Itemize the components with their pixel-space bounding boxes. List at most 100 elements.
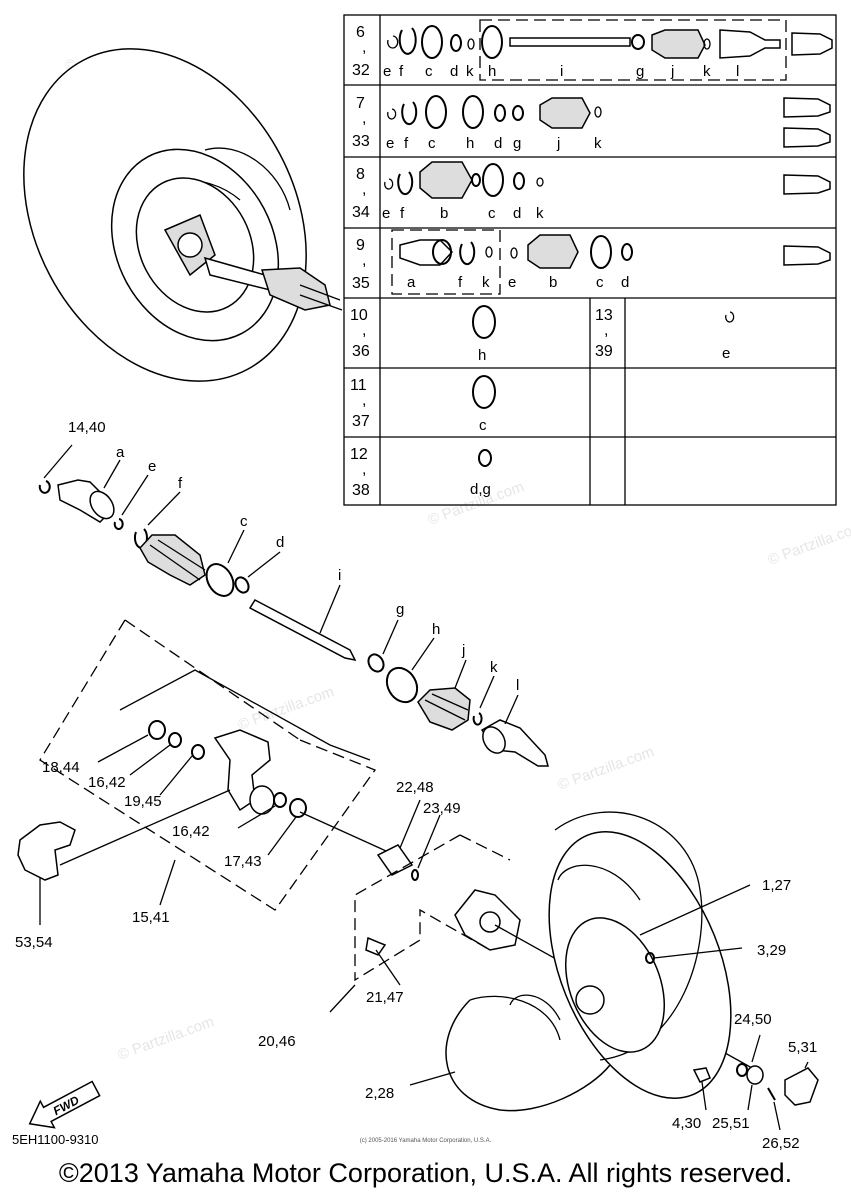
letter-c: c: [479, 417, 487, 434]
row-id: 7: [356, 95, 365, 112]
copyright-notice: ©2013 Yamaha Motor Corporation, U.S.A. A…: [58, 1158, 793, 1188]
comma: ,: [604, 322, 608, 339]
row-10-13-parts: h e: [472, 305, 735, 364]
callout-25-51: 25,51: [712, 1115, 750, 1132]
letter-e: e: [722, 345, 730, 362]
callout-1-27: 1,27: [762, 877, 791, 894]
letter-k: k: [466, 63, 474, 80]
letter-d: d: [621, 274, 629, 291]
callout-e: e: [148, 458, 156, 475]
fwd-arrow-icon: FWD: [28, 1080, 101, 1129]
table-row-13-39: 13 , 39: [595, 307, 613, 360]
table-row-6-32: 6 , 32: [352, 24, 370, 79]
row-id2: 35: [352, 275, 370, 292]
kit-table: 6 , 32 7 , 33 8 , 34 9 , 35 10 , 36 13 ,…: [343, 14, 837, 506]
row-9-parts: a f k e b c d: [391, 229, 831, 295]
letter-k: k: [594, 135, 602, 152]
letter-j: j: [556, 135, 560, 152]
letter-h: h: [488, 63, 496, 80]
comma: ,: [362, 392, 366, 409]
letter-l: l: [736, 63, 739, 80]
letter-j: j: [670, 63, 674, 80]
callout-19-45: 19,45: [124, 793, 162, 810]
callout-5-31: 5,31: [788, 1039, 817, 1056]
callout-d: d: [276, 534, 284, 551]
callout-h: h: [432, 621, 440, 638]
lower-wheel-assembly: 21,47 20,46 1,27 3,29 2,28 4,30 24,50 25…: [258, 811, 819, 1152]
letter-e: e: [383, 63, 391, 80]
row-id2: 39: [595, 343, 613, 360]
callout-21-47: 21,47: [366, 989, 404, 1006]
letter-f: f: [400, 205, 405, 222]
letter-f: f: [458, 274, 463, 291]
table-row-11-37: 11 , 37: [350, 377, 370, 430]
table-row-9-35: 9 , 35: [352, 237, 370, 292]
row-7-parts: e f c h d g j k: [386, 95, 831, 152]
watermark-3: © Partzilla.com: [766, 518, 851, 569]
callout-l: l: [516, 677, 519, 694]
row-id: 12: [350, 446, 368, 463]
callout-3-29: 3,29: [757, 942, 786, 959]
callout-23-49: 23,49: [423, 800, 461, 817]
row-id: 11: [350, 377, 367, 394]
letter-k: k: [482, 274, 490, 291]
callout-a: a: [116, 444, 125, 461]
letter-a: a: [407, 274, 416, 291]
callout-j: j: [461, 642, 465, 659]
letter-f: f: [404, 135, 409, 152]
comma: ,: [362, 39, 366, 56]
watermark-4: © Partzilla.com: [236, 683, 337, 734]
row-id: 9: [356, 237, 365, 254]
drive-shaft-exploded: 14,40 a e f d c d i g: [38, 419, 549, 767]
letter-c: c: [428, 135, 436, 152]
comma: ,: [362, 252, 366, 269]
letter-b: b: [549, 274, 557, 291]
table-row-7-33: 7 , 33: [352, 95, 370, 150]
row-id2: 37: [352, 413, 370, 430]
letter-g: g: [636, 63, 644, 80]
callout-16-42-lower: 16,42: [172, 823, 210, 840]
watermark-7: © Partzilla.com: [556, 743, 657, 794]
row-12-parts: d,g: [470, 449, 492, 498]
callout-16-42-upper: 16,42: [88, 774, 126, 791]
callout-k: k: [490, 659, 498, 676]
letter-d: d: [450, 63, 458, 80]
row-8-parts: e f b c d k: [382, 161, 831, 222]
callout-53-54: 53,54: [15, 934, 53, 951]
diagram-code: 5EH1100-9310: [12, 1132, 99, 1147]
letter-e: e: [382, 205, 390, 222]
letter-c: c: [488, 205, 496, 222]
letter-dg: d,g: [470, 481, 491, 498]
comma: ,: [362, 322, 366, 339]
letter-c: c: [596, 274, 604, 291]
letter-d: d: [494, 135, 502, 152]
letter-d: d: [513, 205, 521, 222]
row-id2: 34: [352, 204, 370, 221]
callout-b-letter: d: [210, 497, 218, 514]
table-row-10-36: 10 , 36: [350, 307, 370, 360]
row-id2: 36: [352, 343, 370, 360]
callout-c: c: [240, 513, 248, 530]
watermark-5: © Partzilla.com: [116, 1013, 217, 1064]
letter-f: f: [399, 63, 404, 80]
comma: ,: [362, 110, 366, 127]
callout-g: g: [396, 601, 404, 618]
row-id2: 38: [352, 482, 370, 499]
letter-e: e: [508, 274, 516, 291]
row-id: 8: [356, 166, 365, 183]
letter-k: k: [703, 63, 711, 80]
top-wheel-assembly: [23, 48, 343, 382]
letter-b: b: [440, 205, 448, 222]
row-id2: 33: [352, 133, 370, 150]
comma: ,: [362, 461, 366, 478]
row-11-parts: c: [472, 375, 496, 434]
table-row-8-34: 8 , 34: [352, 166, 370, 221]
letter-h: h: [466, 135, 474, 152]
callout-26-52: 26,52: [762, 1135, 800, 1152]
letter-c: c: [425, 63, 433, 80]
letter-h: h: [478, 347, 486, 364]
callout-14-40: 14,40: [68, 419, 106, 436]
callout-i: i: [338, 567, 341, 584]
callout-22-48: 22,48: [396, 779, 434, 796]
